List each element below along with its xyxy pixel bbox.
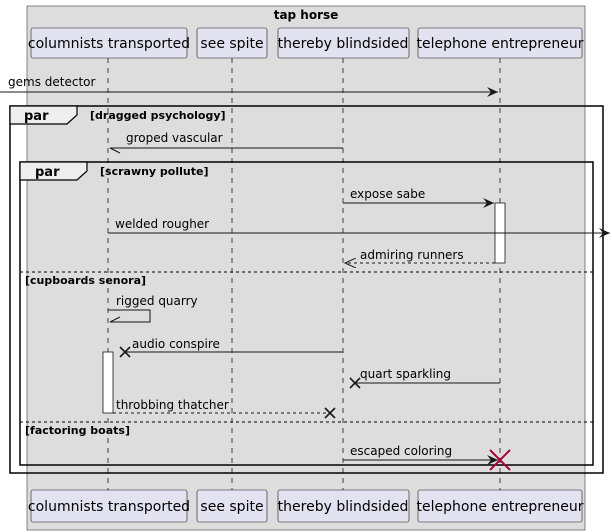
svg-text:gems detector: gems detector: [8, 75, 95, 89]
svg-text:admiring runners: admiring runners: [360, 248, 464, 262]
svg-text:columnists transported: columnists transported: [28, 36, 190, 52]
svg-text:see spite: see spite: [200, 36, 263, 52]
svg-text:telephone entrepreneur: telephone entrepreneur: [417, 499, 584, 515]
fragment-par-outer: par [dragged psychology]: [9, 105, 604, 474]
participant-thereby-blindsided: thereby blindsided: [278, 27, 410, 59]
svg-text:thereby blindsided: thereby blindsided: [278, 36, 409, 52]
fragment-keyword: par: [24, 109, 49, 124]
svg-text:groped vascular: groped vascular: [126, 131, 223, 145]
lost-x-icon: [119, 346, 131, 358]
lifelines: [107, 58, 501, 490]
message-audio-conspire: audio conspire: [119, 337, 343, 358]
activation-columnists-transported: [102, 351, 114, 414]
svg-text:escaped coloring: escaped coloring: [350, 444, 452, 458]
svg-text:welded rougher: welded rougher: [115, 217, 209, 231]
message-quart-sparkling: quart sparkling: [349, 367, 500, 389]
else-guard-2: [factoring boats]: [25, 424, 130, 437]
destroy-x-icon: [489, 449, 511, 471]
message-expose-sabe: expose sabe: [343, 187, 494, 208]
svg-text:[scrawny pollute]: [scrawny pollute]: [100, 165, 209, 178]
svg-text:audio conspire: audio conspire: [132, 337, 220, 351]
fragment-guard: [dragged psychology]: [90, 109, 226, 122]
svg-text:thereby blindsided: thereby blindsided: [278, 499, 409, 515]
svg-text:throbbing thatcher: throbbing thatcher: [116, 398, 229, 412]
lost-x-icon: [324, 407, 336, 419]
svg-text:columnists transported: columnists transported: [28, 499, 190, 515]
message-groped-vascular: groped vascular: [109, 131, 343, 154]
else-guard-1: [cupboards senora]: [25, 274, 146, 287]
participant-see-spite-bottom: see spite: [196, 489, 268, 523]
participant-telephone-entrepreneur: telephone entrepreneur: [417, 27, 584, 59]
fragment-par-inner: par [scrawny pollute] [cupboards senora]…: [19, 161, 594, 466]
box-title: tap horse: [274, 8, 339, 22]
participant-box: tap horse: [26, 5, 586, 531]
participant-columnists-transported: columnists transported: [28, 27, 190, 59]
participant-see-spite: see spite: [196, 27, 268, 59]
participants-bottom: columnists transported see spite thereby…: [28, 489, 584, 523]
participants-top: columnists transported see spite thereby…: [28, 27, 584, 59]
svg-text:quart sparkling: quart sparkling: [360, 367, 451, 381]
message-rigged-quarry: rigged quarry: [108, 294, 198, 323]
participant-columnists-transported-bottom: columnists transported: [28, 489, 190, 523]
message-welded-rougher: welded rougher: [108, 217, 610, 238]
svg-text:see spite: see spite: [200, 499, 263, 515]
message-throbbing-thatcher: throbbing thatcher: [113, 398, 336, 419]
message-admiring-runners: admiring runners: [345, 248, 495, 263]
lost-x-icon: [349, 377, 361, 389]
svg-text:rigged quarry: rigged quarry: [116, 294, 198, 308]
message-gems-detector: gems detector: [0, 75, 498, 97]
message-escaped-coloring: escaped coloring: [343, 444, 511, 471]
participant-telephone-entrepreneur-bottom: telephone entrepreneur: [417, 489, 584, 523]
participant-thereby-blindsided-bottom: thereby blindsided: [278, 489, 410, 523]
svg-text:expose sabe: expose sabe: [350, 187, 425, 201]
svg-text:telephone entrepreneur: telephone entrepreneur: [417, 36, 584, 52]
box-background: [26, 5, 586, 531]
svg-text:par: par: [35, 165, 60, 180]
